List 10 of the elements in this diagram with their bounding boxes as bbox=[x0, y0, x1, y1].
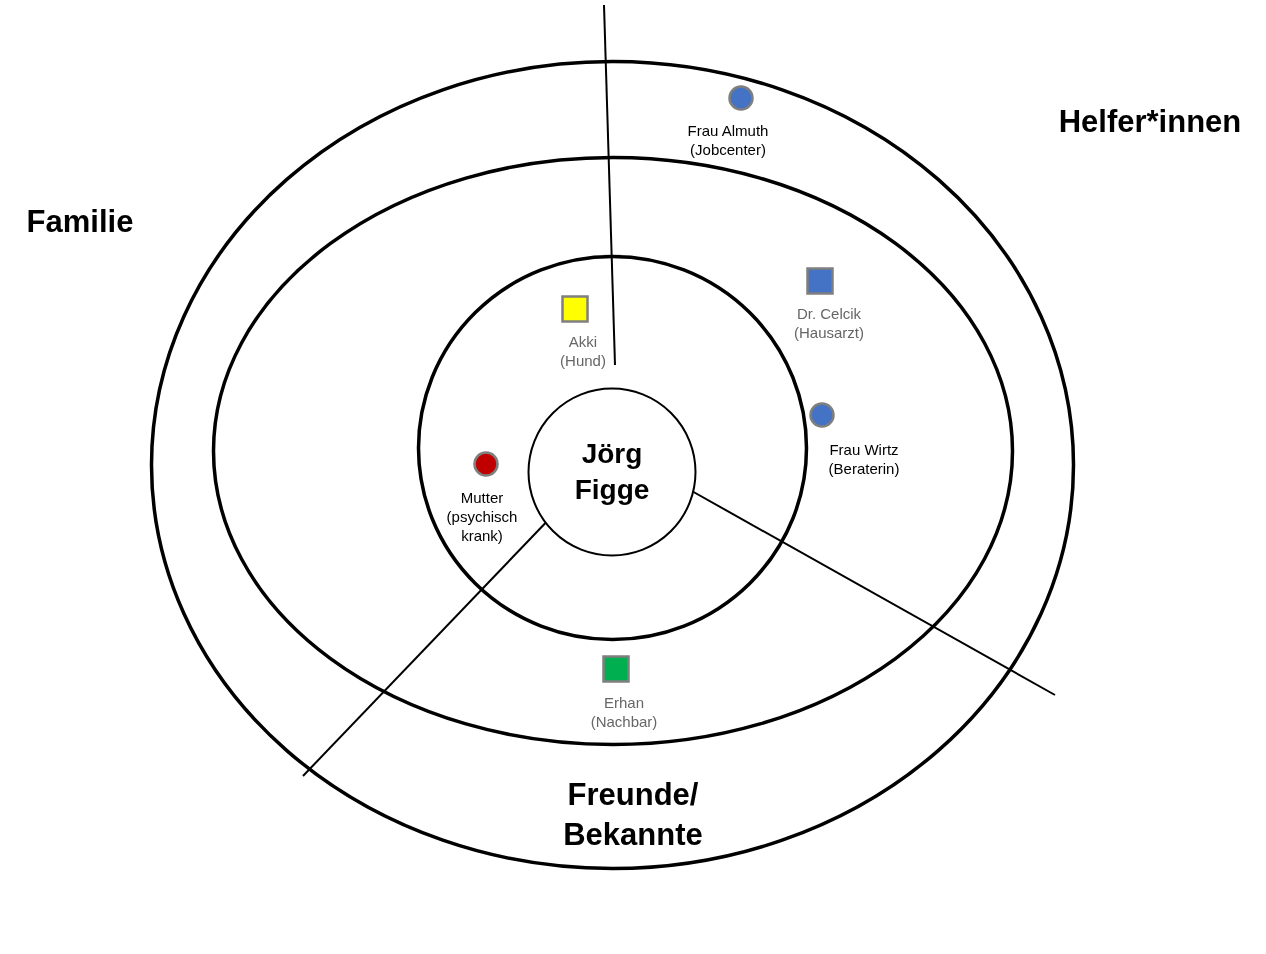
person-label: Frau Wirtz (Beraterin) bbox=[827, 440, 901, 478]
person-label: Mutter (psychisch krank) bbox=[445, 488, 519, 545]
person-label: Akki (Hund) bbox=[559, 332, 607, 370]
person-name: Jörg Figge bbox=[573, 437, 651, 507]
sector-heading: Helfer*innen bbox=[1057, 103, 1243, 141]
person-label: Dr. Celcik (Hausarzt) bbox=[793, 304, 865, 342]
person-label: Frau Almuth (Jobcenter) bbox=[686, 121, 770, 159]
sector-heading: Freunde/ Bekannte bbox=[562, 776, 704, 854]
sector-heading: Familie bbox=[25, 203, 135, 241]
person-label: Erhan (Nachbar) bbox=[589, 693, 659, 731]
